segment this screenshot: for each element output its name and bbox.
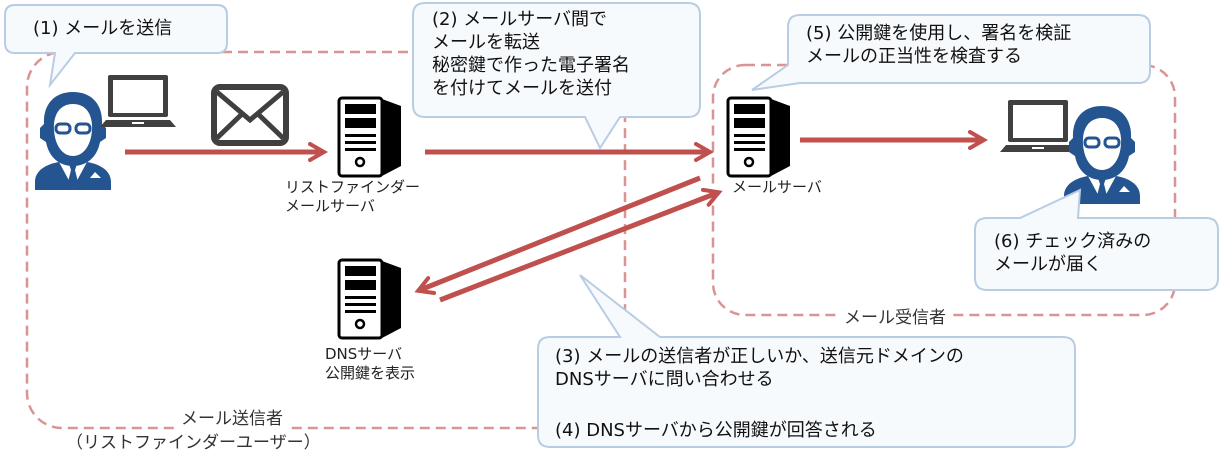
callout-step2-line: (2) メールサーバ間で xyxy=(432,9,608,30)
sender-group-label: メール送信者 xyxy=(175,408,289,430)
callout-step2-line: メールを転送 xyxy=(432,32,540,53)
receiver-mail-server-icon xyxy=(726,96,792,178)
callout-5-shape xyxy=(751,14,1151,91)
envelope-icon xyxy=(211,84,289,146)
callout-step2: (2) メールサーバ間で メールを転送 秘密鍵で作った電子署名 を付けてメールを… xyxy=(432,8,630,100)
receiver-laptop-icon xyxy=(1000,100,1076,152)
sender-laptop-icon xyxy=(100,75,176,127)
callout-step2-line: 秘密鍵で作った電子署名 xyxy=(432,55,630,76)
callout-step5-line: (5) 公開鍵を使用し、署名を検証 xyxy=(806,23,1072,44)
sender-server-label-line: メールサーバ xyxy=(285,197,375,215)
callout-step5-line: メールの正当性を検査する xyxy=(806,46,1022,67)
arrow-dns-query xyxy=(414,175,701,295)
callout-step2-line: を付けてメールを送付 xyxy=(432,78,612,99)
sender-group-sublabel: （リストファインダーユーザー） xyxy=(60,432,327,454)
receiver-person-icon xyxy=(1062,104,1142,206)
dns-server-icon xyxy=(337,258,403,340)
callout-2-shape xyxy=(412,2,701,151)
callout-step3-line: DNSサーバに問い合わせる xyxy=(555,369,774,390)
dns-server-label: DNSサーバ 公開鍵を表示 xyxy=(325,345,415,383)
dns-server-label-line: DNSサーバ xyxy=(325,345,403,363)
receiver-group-label: メール受信者 xyxy=(838,307,952,329)
callout-step6-line: メールが届く xyxy=(994,254,1102,275)
sender-person-icon xyxy=(33,90,113,192)
callout-step3: (3) メールの送信者が正しいか、送信元ドメインの DNSサーバに問い合わせる xyxy=(555,345,964,391)
arrow-dns-response xyxy=(439,187,723,303)
sender-mail-server-icon xyxy=(337,96,403,178)
sender-group-box xyxy=(25,50,627,430)
sender-server-label-line: リストファインダー xyxy=(285,178,421,196)
callout-step5: (5) 公開鍵を使用し、署名を検証 メールの正当性を検査する xyxy=(806,22,1071,68)
dns-server-label-line: 公開鍵を表示 xyxy=(325,364,416,382)
callout-step6-line: (6) チェック済みの xyxy=(994,231,1152,252)
callout-step6: (6) チェック済みの メールが届く xyxy=(994,230,1151,276)
callout-step4: (4) DNSサーバから公開鍵が回答される xyxy=(555,420,877,441)
callout-1-shape xyxy=(4,4,228,89)
sender-server-label: リストファインダー メールサーバ xyxy=(285,178,420,216)
callout-6-shape xyxy=(974,188,1219,291)
callout-34-shape xyxy=(537,274,1076,448)
callout-step1: (1) メールを送信 xyxy=(33,18,173,39)
receiver-server-label: メールサーバ xyxy=(732,178,822,196)
callout-step3-line: (3) メールの送信者が正しいか、送信元ドメインの xyxy=(555,346,964,367)
